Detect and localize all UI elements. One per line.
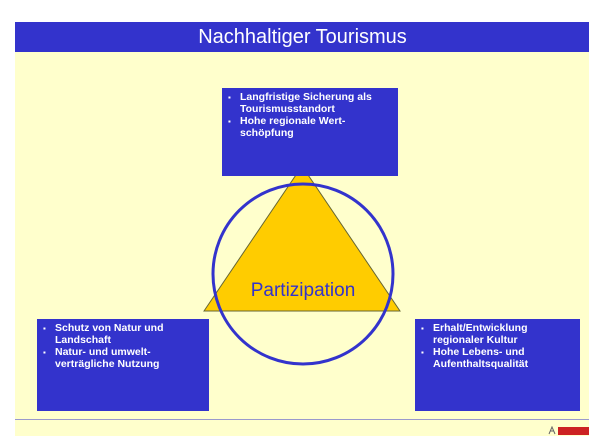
center-label: Partizipation <box>250 280 356 301</box>
logo-mark-icon <box>548 426 556 435</box>
list-item: ▪ Erhalt/Entwicklung regionaler Kultur <box>421 322 574 346</box>
list-item: ▪ Natur- und umwelt-verträgliche Nutzung <box>43 346 203 370</box>
bullet-icon: ▪ <box>43 348 46 357</box>
bullet-text: Langfristige Sicherung als Tourismusstan… <box>240 91 372 115</box>
bullet-icon: ▪ <box>228 93 231 102</box>
institution-logo-icon <box>548 425 589 436</box>
triangle-shape <box>203 165 401 312</box>
logo-bar <box>558 427 589 435</box>
bullet-icon: ▪ <box>421 348 424 357</box>
bullet-icon: ▪ <box>43 324 46 333</box>
list-item: ▪ Hohe Lebens- und Aufenthaltsqualität <box>421 346 574 370</box>
footer-divider <box>15 419 589 420</box>
social-goals-box: ▪ Erhalt/Entwicklung regionaler Kultur ▪… <box>415 319 580 411</box>
bullet-text: Hohe regionale Wert-schöpfung <box>240 115 346 139</box>
list-item: ▪ Langfristige Sicherung als Tourismusst… <box>228 91 392 115</box>
sustainability-triangle-diagram <box>203 165 401 366</box>
bullet-text: Erhalt/Entwicklung regionaler Kultur <box>433 322 528 346</box>
bullet-icon: ▪ <box>421 324 424 333</box>
bullet-text: Natur- und umwelt-verträgliche Nutzung <box>55 346 160 370</box>
economic-goals-box: ▪ Langfristige Sicherung als Tourismusst… <box>222 88 398 176</box>
bullet-text: Schutz von Natur und Landschaft <box>55 322 164 346</box>
list-item: ▪ Hohe regionale Wert-schöpfung <box>228 115 392 139</box>
participation-circle <box>211 182 395 366</box>
slide-title: Nachhaltiger Tourismus <box>15 22 589 52</box>
bullet-text: Hohe Lebens- und Aufenthaltsqualität <box>433 346 529 370</box>
slide: Nachhaltiger Tourismus Partizipation ▪ L… <box>15 22 589 436</box>
bullet-icon: ▪ <box>228 117 231 126</box>
ecological-goals-box: ▪ Schutz von Natur und Landschaft ▪ Natu… <box>37 319 209 411</box>
list-item: ▪ Schutz von Natur und Landschaft <box>43 322 203 346</box>
